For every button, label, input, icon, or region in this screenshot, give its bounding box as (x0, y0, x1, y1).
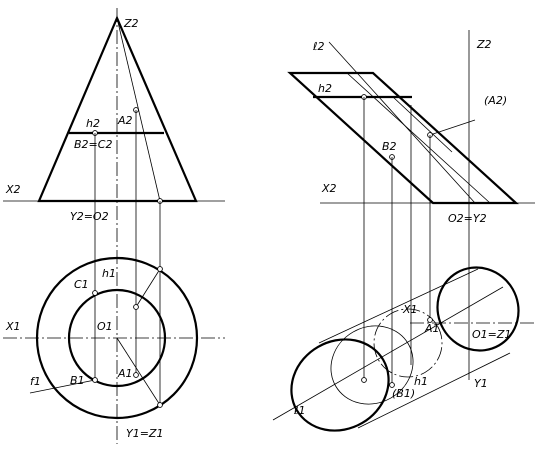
label-y1-right: Y1 (474, 377, 488, 390)
section-ellipse (330, 325, 414, 405)
label-b1-right: (B1) (392, 387, 415, 400)
label-b2-right: B2 (382, 140, 397, 153)
point-b1 (92, 377, 98, 383)
leader-a2 (429, 119, 476, 136)
point-b1-right (389, 382, 395, 388)
cone-top-view (3, 110, 225, 420)
l1-axis-line (272, 286, 504, 421)
label-h1: h1 (102, 267, 116, 280)
label-o1: O1 (97, 320, 113, 333)
cylinder-near-base (290, 338, 390, 432)
cone-outline (37, 15, 198, 203)
label-x1: X1 (5, 320, 21, 333)
label-x2-right: X2 (321, 182, 337, 195)
cylinder-top-view (272, 97, 535, 432)
label-o1-z1: O1=Z1 (472, 328, 511, 341)
cylinder-front-view (287, 30, 535, 380)
label-z2-right: Z2 (476, 38, 492, 51)
helper-line-a (135, 268, 161, 308)
cylinder-top-edge (318, 268, 479, 344)
label-z2: Z2 (123, 17, 139, 30)
label-y1-z1: Y1=Z1 (126, 427, 163, 440)
point-c1 (92, 290, 98, 296)
label-f1: f1 (30, 375, 41, 388)
point-a1 (133, 372, 139, 378)
label-a2: A2 (117, 114, 133, 127)
point-a1-right (427, 317, 433, 323)
label-a2-right: (A2) (484, 94, 507, 107)
label-y2-o2: Y2=O2 (70, 210, 109, 223)
label-a1-right: A1 (424, 322, 440, 335)
label-h1-right: h1 (414, 375, 428, 388)
right-labels: ℓ2 Z2 h2 (A2) B2 X2 O2=Y2 X1 A1 O1=Z1 (B… (293, 38, 511, 417)
label-x1-right: X1 (402, 303, 418, 316)
point-base-top (157, 402, 163, 408)
label-b1: B1 (70, 374, 85, 387)
label-b2-c2: B2=C2 (74, 138, 112, 151)
generatrix-top (116, 337, 161, 406)
point-a-top (133, 304, 139, 310)
label-l2: ℓ2 (312, 40, 325, 53)
front-generatrix-2 (392, 96, 453, 153)
section-circle-h1 (67, 288, 167, 388)
label-c1: C1 (74, 278, 89, 291)
label-a1: A1 (117, 367, 133, 380)
cylinder-far-base (436, 266, 520, 352)
f1-line (29, 379, 96, 394)
point-h1 (157, 266, 163, 272)
label-x2: X2 (5, 183, 21, 196)
left-labels: Z2 X2 h2 A2 B2=C2 Y2=O2 C1 h1 X1 O1 f1 B… (5, 17, 163, 440)
label-h2: h2 (86, 117, 100, 130)
label-o2-y2: O2=Y2 (448, 212, 487, 225)
label-l1: ℓ1 (293, 404, 306, 417)
front-generatrix-1 (346, 72, 491, 204)
point-h-top (361, 377, 367, 383)
cone-base-circle (35, 256, 199, 420)
hidden-ellipse (373, 308, 443, 378)
label-h2-right: h2 (318, 82, 332, 95)
cylinder-bottom-edge (357, 352, 511, 429)
cone-front-view (3, 8, 225, 444)
cylinder-front-parallelogram (287, 71, 519, 205)
